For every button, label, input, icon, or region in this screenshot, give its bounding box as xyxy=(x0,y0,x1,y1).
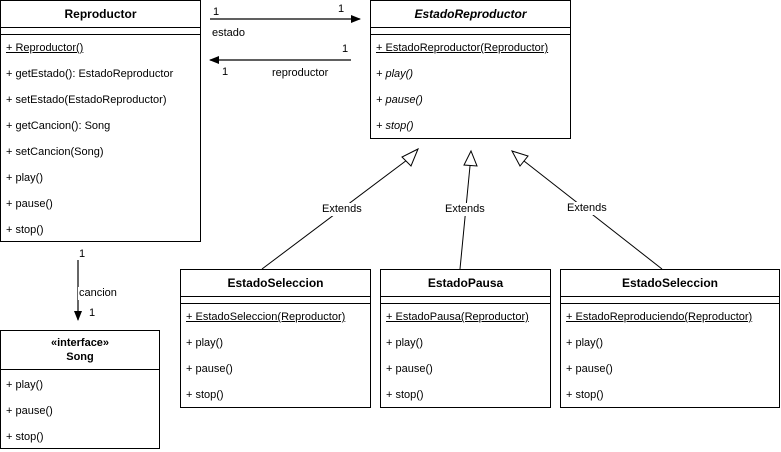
association-estado-mult-source: 1 xyxy=(213,6,220,18)
class-reproductor-name: Reproductor xyxy=(64,7,137,21)
extends-label: Extends xyxy=(566,202,608,215)
class-estado-pausa[interactable]: EstadoPausa + EstadoPausa(Reproductor) +… xyxy=(380,269,551,408)
association-cancion-mult-target: 1 xyxy=(89,307,96,319)
class-estado-seleccion-name: EstadoSeleccion xyxy=(227,276,324,290)
class-estado-reproductor-operations: + EstadoReproductor(Reproductor) + play(… xyxy=(371,34,570,139)
class-estado-reproductor[interactable]: EstadoReproductor + EstadoReproductor(Re… xyxy=(370,0,571,139)
operation: + EstadoSeleccion(Reproductor) xyxy=(186,311,346,323)
extends-line-estado-pausa[interactable] xyxy=(459,165,471,270)
class-estado-seleccion-operations: + EstadoSeleccion(Reproductor) + play() … xyxy=(181,303,370,408)
operation: + pause() xyxy=(566,363,613,375)
class-estado-seleccion[interactable]: EstadoSeleccion + EstadoSeleccion(Reprod… xyxy=(180,269,371,408)
association-cancion-role: cancion xyxy=(78,287,118,300)
operation: + stop() xyxy=(186,389,224,401)
class-estado-reproductor-name: EstadoReproductor xyxy=(414,7,527,21)
operation: + setCancion(Song) xyxy=(6,146,104,158)
interface-song-operations: + play() + pause() + stop() xyxy=(1,369,159,450)
operation: + stop() xyxy=(376,120,414,132)
operation: + getCancion(): Song xyxy=(6,120,111,132)
class-divider xyxy=(1,27,200,28)
operation: + pause() xyxy=(376,94,423,106)
operation: + stop() xyxy=(386,389,424,401)
extends-arrowhead-estado-pausa xyxy=(463,149,478,167)
interface-song-header: «interface» Song xyxy=(1,331,159,369)
interface-song[interactable]: «interface» Song + play() + pause() + st… xyxy=(0,330,160,449)
class-divider xyxy=(181,296,370,297)
extends-label: Extends xyxy=(444,203,486,216)
class-divider xyxy=(561,296,779,297)
operation: + play() xyxy=(6,172,43,184)
operation: + pause() xyxy=(6,198,53,210)
operation: + pause() xyxy=(6,405,53,417)
class-estado-pausa-name: EstadoPausa xyxy=(427,276,504,290)
operation: + play() xyxy=(6,379,43,391)
operation: + play() xyxy=(186,337,223,349)
operation: + stop() xyxy=(6,224,44,236)
operation: + EstadoReproductor(Reproductor) xyxy=(376,42,549,54)
class-estado-pausa-operations: + EstadoPausa(Reproductor) + play() + pa… xyxy=(381,303,550,408)
class-reproductor[interactable]: Reproductor + Reproductor() + getEstado(… xyxy=(0,0,201,242)
class-divider xyxy=(371,27,570,28)
operation: + play() xyxy=(386,337,423,349)
association-cancion-mult-source: 1 xyxy=(79,248,86,260)
operation: + Reproductor() xyxy=(6,42,84,54)
association-estado-mult-target: 1 xyxy=(338,3,345,15)
class-divider xyxy=(381,296,550,297)
association-estado-role: estado xyxy=(212,27,246,39)
operation: + stop() xyxy=(6,431,44,443)
operation: + stop() xyxy=(566,389,604,401)
operation: + setEstado(EstadoReproductor) xyxy=(6,94,167,106)
operation: + pause() xyxy=(186,363,233,375)
interface-song-name: Song xyxy=(66,351,94,363)
extends-label: Extends xyxy=(321,203,363,216)
extends-arrowhead-estado-seleccion xyxy=(401,147,419,167)
operation: + play() xyxy=(376,68,413,80)
operation: + EstadoPausa(Reproductor) xyxy=(386,311,529,323)
class-reproductor-operations: + Reproductor() + getEstado(): EstadoRep… xyxy=(1,34,200,243)
class-estado-seleccion-2-name: EstadoSeleccion xyxy=(621,276,719,290)
extends-arrowhead-estado-seleccion-2 xyxy=(510,150,529,167)
operation: + getEstado(): EstadoReproductor xyxy=(6,68,174,80)
operation: + play() xyxy=(566,337,603,349)
operation: + EstadoReproduciendo(Reproductor) xyxy=(566,311,753,323)
class-estado-seleccion-2-operations: + EstadoReproduciendo(Reproductor) + pla… xyxy=(561,303,779,408)
association-reproductor-mult-source: 1 xyxy=(342,43,349,55)
association-reproductor-role: reproductor xyxy=(272,67,329,79)
extends-line-estado-seleccion-2[interactable] xyxy=(523,160,663,270)
class-estado-seleccion-2[interactable]: EstadoSeleccion + EstadoReproduciendo(Re… xyxy=(560,269,780,408)
interface-stereotype: «interface» xyxy=(50,337,110,349)
operation: + pause() xyxy=(386,363,433,375)
association-reproductor-mult-target: 1 xyxy=(222,66,229,78)
